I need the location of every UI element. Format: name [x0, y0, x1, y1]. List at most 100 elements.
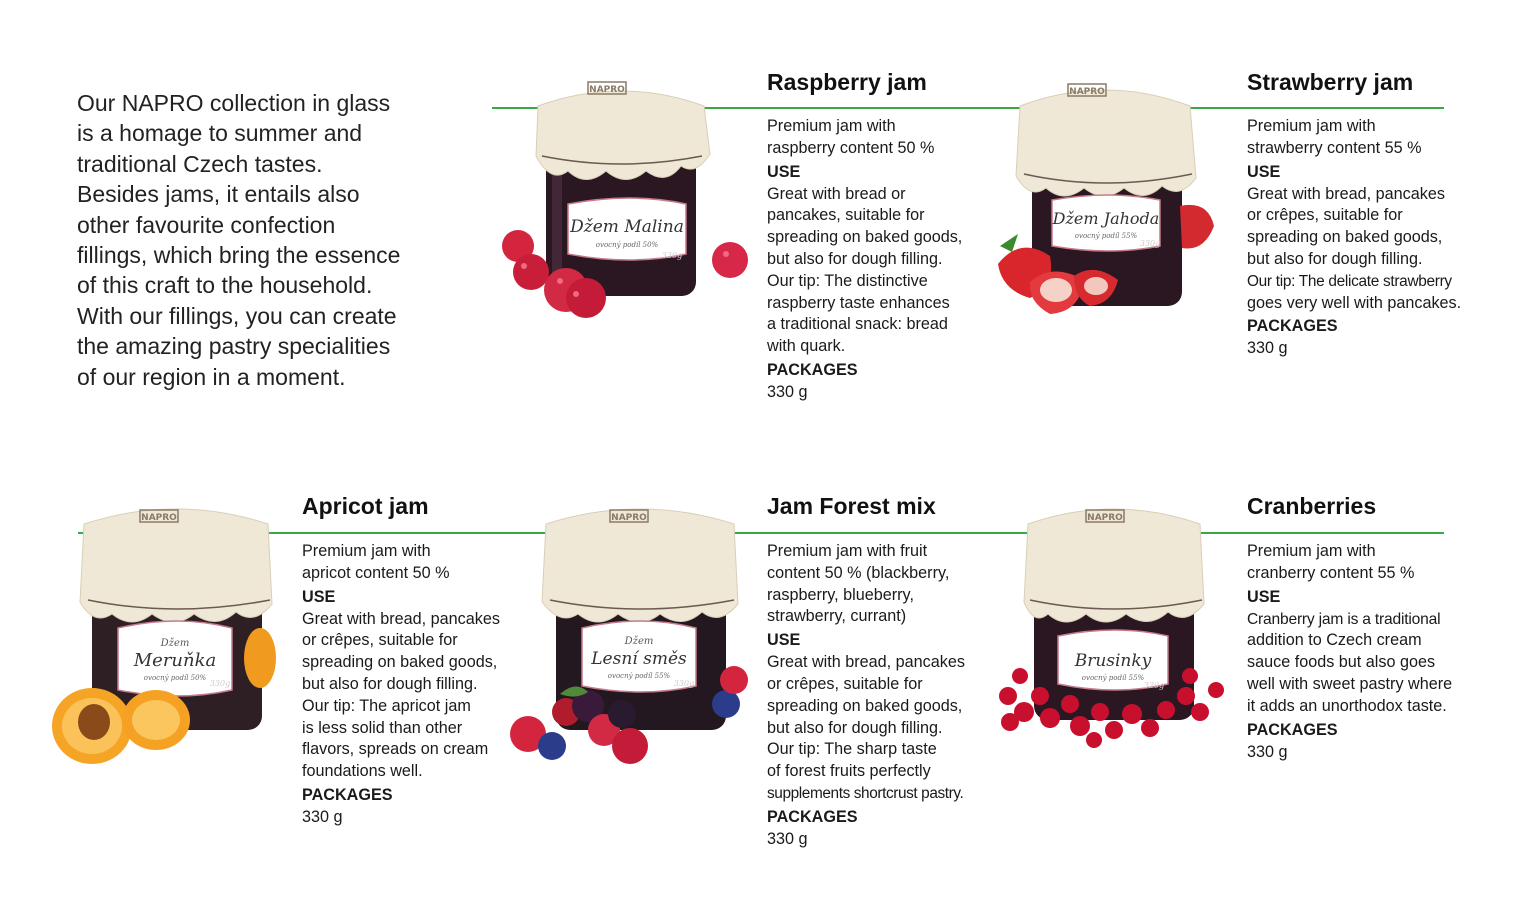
- use-label: USE: [767, 162, 801, 181]
- use-line: addition to Czech cream: [1247, 631, 1422, 650]
- use-line: foundations well.: [302, 762, 423, 781]
- use-line: sauce foods but also goes: [1247, 653, 1436, 672]
- forest-mix-jar-image: NAPRO Džem Lesní směs ovocný podíl 55% 3…: [506, 500, 760, 780]
- intro-line: With our fillings, you can create: [77, 302, 397, 329]
- jar-weight: 330g: [674, 679, 694, 688]
- product-description-apricot: Premium jam with apricot content 50 % US…: [302, 541, 500, 829]
- cranberry-jar-image: NAPRO Brusinky ovocný podíl 55% 330g: [990, 500, 1230, 750]
- brand-mark: NAPRO: [1069, 87, 1105, 97]
- brand-mark: NAPRO: [589, 85, 625, 95]
- intro-paragraph: Our NAPRO collection in glass is a homag…: [77, 88, 417, 392]
- desc-line: Premium jam with: [767, 117, 896, 135]
- desc-line: Premium jam with: [1247, 542, 1376, 560]
- use-line: Great with bread, pancakes: [1247, 184, 1445, 203]
- use-line: Great with bread, pancakes: [767, 653, 965, 672]
- packages-value: 330 g: [1247, 742, 1288, 761]
- jar-label-sub: ovocný podíl 50%: [596, 241, 659, 249]
- use-line: Our tip: The distinctive: [767, 271, 928, 290]
- product-title-cranberries: Cranberries: [1247, 493, 1377, 519]
- intro-line: Our NAPRO collection in glass: [77, 90, 391, 116]
- use-line: or crêpes, suitable for: [302, 631, 458, 650]
- desc-line: Premium jam with: [302, 542, 431, 560]
- use-line: it adds an unorthodox taste.: [1247, 696, 1447, 715]
- use-line: with quark.: [767, 337, 846, 356]
- product-description-forest-mix: Premium jam with fruit content 50 % (bla…: [767, 541, 965, 851]
- product-description-cranberries: Premium jam with cranberry content 55 % …: [1247, 541, 1452, 763]
- packages-value: 330 g: [767, 382, 808, 401]
- raspberry-fruit-icon: [502, 230, 748, 318]
- divider-line-bottom: [78, 532, 1444, 534]
- brand-mark: NAPRO: [611, 513, 647, 523]
- jar-label-sub: ovocný podíl 55%: [1075, 232, 1138, 240]
- desc-line: strawberry, currant): [767, 607, 907, 626]
- use-label: USE: [1247, 587, 1281, 606]
- jar-weight: 330g: [210, 679, 230, 688]
- use-line: Great with bread, pancakes: [302, 609, 500, 628]
- jar-label-name: Brusinky: [1074, 651, 1152, 671]
- packages-label: PACKAGES: [1247, 317, 1338, 336]
- use-line: Great with bread or: [767, 184, 906, 203]
- desc-line: apricot content 50 %: [302, 563, 450, 582]
- jar-weight: 330g: [662, 251, 682, 260]
- use-label: USE: [767, 631, 801, 650]
- use-line: Our tip: The delicate strawberry: [1247, 272, 1452, 290]
- apricot-jar-image: NAPRO Džem Meruňka ovocný podíl 50% 330g: [48, 500, 288, 770]
- divider-line-top: [492, 107, 1444, 109]
- jar-label-top: Džem: [624, 636, 654, 647]
- jar-label-top: Džem: [160, 638, 190, 649]
- desc-line: content 50 % (blackberry,: [767, 563, 950, 582]
- intro-line: is a homage to summer and: [77, 120, 363, 147]
- packages-value: 330 g: [302, 807, 343, 826]
- packages-label: PACKAGES: [767, 807, 858, 826]
- use-line: pancakes, suitable for: [767, 206, 925, 225]
- product-title-apricot: Apricot jam: [302, 493, 429, 519]
- use-line: spreading on baked goods,: [1247, 228, 1443, 247]
- desc-line: Premium jam with fruit: [767, 542, 928, 560]
- packages-label: PACKAGES: [767, 360, 858, 379]
- intro-line: Besides jams, it entails also: [77, 181, 360, 208]
- use-line: or crêpes, suitable for: [1247, 206, 1403, 225]
- jar-label-name: Meruňka: [133, 650, 217, 671]
- desc-line: cranberry content 55 %: [1247, 563, 1415, 582]
- desc-line: raspberry content 50 %: [767, 138, 935, 157]
- use-line: Our tip: The apricot jam: [302, 696, 471, 715]
- brand-mark: NAPRO: [141, 513, 177, 523]
- intro-line: traditional Czech tastes.: [77, 150, 323, 177]
- use-line: but also for dough filling.: [767, 718, 943, 737]
- forest-berries-icon: [510, 666, 748, 764]
- intro-line: other favourite confection: [77, 211, 336, 238]
- raspberry-jar-image: NAPRO Džem Malina ovocný podíl 50% 330g: [496, 76, 756, 326]
- use-label: USE: [1247, 162, 1281, 181]
- jar-label-name: Lesní směs: [590, 649, 687, 669]
- use-line: spreading on baked goods,: [767, 696, 963, 715]
- desc-line: Premium jam with: [1247, 117, 1376, 135]
- use-line: flavors, spreads on cream: [302, 740, 489, 759]
- apricot-fruit-icon: [52, 628, 276, 764]
- use-line: spreading on baked goods,: [767, 228, 963, 247]
- use-line: but also for dough filling.: [1247, 249, 1423, 268]
- use-line: Cranberry jam is a traditional: [1247, 610, 1441, 628]
- use-line: is less solid than other: [302, 718, 463, 737]
- use-line: but also for dough filling.: [767, 249, 943, 268]
- use-line: or crêpes, suitable for: [767, 674, 923, 693]
- strawberry-jar-image: NAPRO Džem Jahoda ovocný podíl 55% 330g: [990, 76, 1220, 326]
- desc-line: raspberry, blueberry,: [767, 585, 914, 604]
- use-line: well with sweet pastry where: [1247, 674, 1453, 693]
- product-description-raspberry: Premium jam with raspberry content 50 % …: [767, 116, 962, 404]
- desc-line: strawberry content 55 %: [1247, 138, 1422, 157]
- use-line: goes very well with pancakes.: [1247, 293, 1462, 312]
- jar-label-sub: ovocný podíl 50%: [144, 674, 207, 682]
- brand-mark: NAPRO: [1087, 513, 1123, 523]
- packages-value: 330 g: [767, 829, 808, 848]
- product-title-strawberry: Strawberry jam: [1247, 69, 1414, 95]
- packages-label: PACKAGES: [302, 785, 393, 804]
- use-line: spreading on baked goods,: [302, 653, 498, 672]
- use-line: a traditional snack: bread: [767, 315, 948, 334]
- packages-label: PACKAGES: [1247, 720, 1338, 739]
- use-line: Our tip: The sharp taste: [767, 740, 937, 759]
- jar-label-sub: ovocný podíl 55%: [1082, 674, 1145, 682]
- jar-weight: 330g: [1144, 681, 1164, 690]
- use-line: raspberry taste enhances: [767, 293, 950, 312]
- jar-label-name: Džem Malina: [569, 217, 684, 237]
- product-title-forest-mix: Jam Forest mix: [767, 493, 936, 519]
